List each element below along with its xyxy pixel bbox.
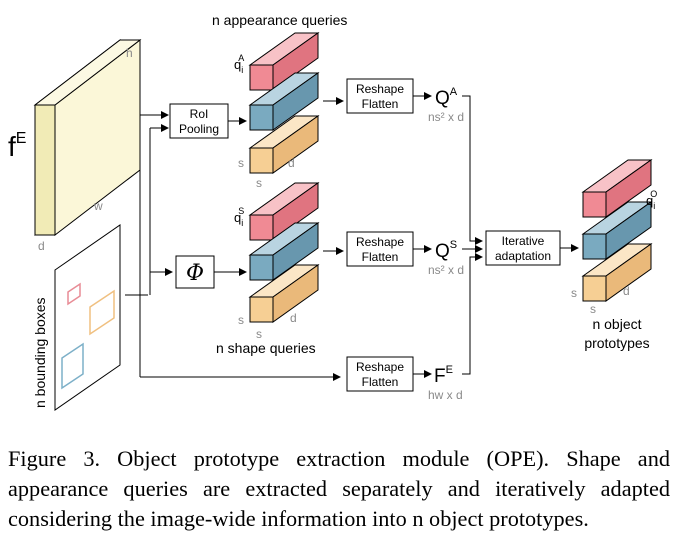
qs-label: QS (435, 239, 457, 262)
dim-d-label: d (38, 239, 45, 253)
fe-dims: hw x d (428, 388, 463, 402)
appearance-q-label: qiA (234, 53, 244, 75)
figure-caption: Figure 3. Object prototype extraction mo… (8, 446, 670, 531)
bbox-orange (89, 289, 115, 336)
iterative-adaptation-box: Iterative adaptation (485, 230, 561, 266)
qa-dims: ns² x d (428, 110, 464, 124)
reshape-box-appearance: Reshape Flatten (346, 78, 414, 114)
svg-text:Reshape: Reshape (356, 235, 404, 249)
cuboid-to-reshape-arrows (323, 97, 344, 255)
shape-dim-d: d (290, 311, 297, 325)
appearance-dim-s1: s (238, 156, 244, 170)
output-cuboid-blue (581, 201, 653, 260)
reshape-output-arrows (413, 92, 432, 378)
fe-label: FE (434, 364, 453, 387)
adaptation-connectors (462, 95, 483, 375)
dim-w-label: w (93, 199, 103, 213)
shape-dim-s1: s (238, 313, 244, 327)
feature-map-slab (33, 38, 142, 237)
output-dim-s2: s (590, 302, 596, 316)
bbox-blue (61, 342, 84, 390)
shape-title: n shape queries (216, 340, 316, 356)
appearance-dim-d: d (288, 156, 295, 170)
qs-dims: ns² x d (428, 263, 464, 277)
roi-pooling-line2: Pooling (179, 122, 219, 136)
output-dim-d: d (623, 284, 630, 298)
output-cuboid-orange (581, 243, 653, 302)
bbox-red (67, 282, 81, 306)
phi-label: Φ (186, 261, 204, 286)
svg-text:Flatten: Flatten (362, 375, 399, 389)
svg-text:adaptation: adaptation (495, 249, 551, 263)
reshape-box-shape: Reshape Flatten (346, 231, 414, 267)
svg-text:Iterative: Iterative (502, 234, 545, 248)
appearance-cuboid-blue (248, 72, 320, 131)
dim-h-label: h (126, 46, 133, 60)
svg-text:Reshape: Reshape (356, 82, 404, 96)
qa-label: QA (435, 86, 458, 109)
bboxes-label: n bounding boxes (32, 297, 48, 408)
feature-map-label: fE (8, 130, 26, 162)
shape-cuboid-orange (248, 264, 320, 323)
output-title-line2: prototypes (584, 335, 649, 351)
svg-text:Reshape: Reshape (356, 360, 404, 374)
shape-dim-s2: s (256, 327, 262, 341)
input-connectors (125, 111, 341, 381)
appearance-dim-s2: s (256, 176, 262, 190)
bboxes-image (54, 224, 121, 411)
appearance-cuboid-red (248, 32, 320, 91)
output-cuboid-red (581, 159, 653, 218)
svg-text:Flatten: Flatten (362, 250, 399, 264)
shape-cuboid-red (248, 182, 320, 241)
output-q-label: qiO (646, 189, 657, 211)
shape-cuboid-blue (248, 222, 320, 281)
output-dim-s1: s (571, 286, 577, 300)
appearance-title: n appearance queries (212, 12, 347, 28)
roi-pooling-box (169, 103, 229, 139)
ope-diagram: fE h w d n bounding boxes RoI Pooling Φ … (8, 12, 657, 411)
appearance-cuboid-orange (248, 115, 320, 174)
shape-q-label: qiS (234, 206, 244, 228)
output-title-line1: n object (592, 316, 641, 332)
svg-text:Flatten: Flatten (362, 97, 399, 111)
reshape-box-image: Reshape Flatten (346, 356, 414, 392)
roi-pooling-line1: RoI (190, 107, 209, 121)
